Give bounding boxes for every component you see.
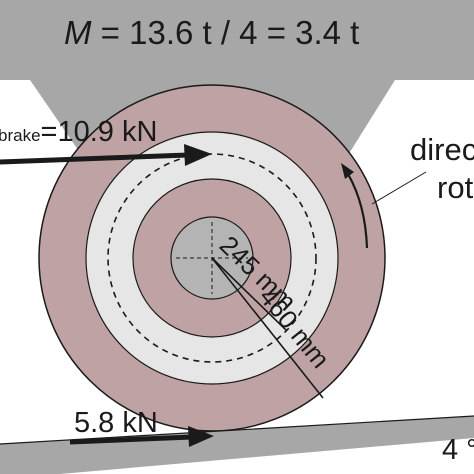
direction-label-line1: direc (410, 132, 474, 167)
mass-equation-value: = 13.6 t / 4 = 3.4 t (92, 14, 360, 51)
brake-force-value: =10.9 kN (41, 116, 158, 148)
rotation-arrow (347, 173, 369, 249)
brake-force-arrow (0, 152, 189, 165)
brake-force-subscript: brake (0, 126, 41, 145)
brake-force-label: brake=10.9 kN (0, 116, 157, 148)
mass-variable: M (64, 14, 92, 51)
ground-force-label: 5.8 kN (74, 407, 158, 439)
radius-line-460 (211, 257, 324, 399)
ground-force-arrowhead (188, 426, 214, 447)
direction-label-line2: rot (437, 170, 474, 205)
rotation-arrowhead (341, 163, 354, 179)
radius-line-245 (211, 257, 287, 331)
mass-equation: M = 13.6 t / 4 = 3.4 t (64, 14, 359, 51)
ground-strip (0, 416, 474, 474)
ground-force-arrow (69, 434, 193, 445)
brake-force-arrowhead (184, 144, 212, 166)
corner-label: 4 ° (442, 434, 474, 466)
direction-leader (371, 171, 427, 205)
